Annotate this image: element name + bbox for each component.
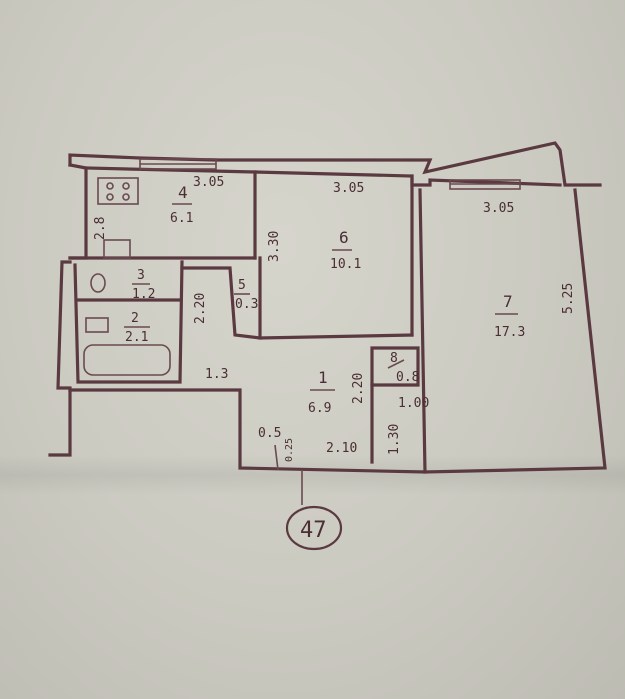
dim-hall-width: 2.10 [326, 441, 357, 456]
dim-corridor-width: 1.3 [205, 367, 228, 382]
dim-side-depth: 1.30 [387, 424, 402, 455]
dim-door-offset: 1.00 [398, 396, 429, 411]
room-area-hall: 6.9 [308, 401, 331, 416]
dim-kitchen-width: 3.05 [193, 175, 224, 190]
dim-bedroom-depth: 3.30 [267, 231, 282, 262]
room-area-closet5: 0.3 [235, 297, 258, 312]
bathtub-icon [83, 344, 171, 376]
room-labels: 4 6.1 6 10.1 7 17.3 3 1.2 2 2.1 1 6.9 5 … [124, 183, 525, 416]
dim-bedroom-width: 3.05 [333, 181, 364, 196]
stove-icon [97, 177, 139, 205]
room-area-toilet: 1.2 [132, 287, 155, 302]
plan-number-badge: 47 [285, 505, 343, 551]
dim-step: 0.5 [258, 426, 281, 441]
room-number-closet5: 5 [238, 278, 246, 293]
room-number-kitchen: 4 [178, 183, 188, 202]
toilet-icon [90, 273, 106, 293]
plan-number: 47 [300, 518, 327, 543]
windows [139, 158, 521, 190]
room-area-kitchen: 6.1 [170, 211, 193, 226]
dim-bath-block-depth: 2.20 [193, 293, 208, 324]
dim-hall-depth: 2.20 [351, 373, 366, 404]
paper-fold [0, 455, 625, 495]
room-number-closet8: 8 [390, 351, 398, 366]
dim-kitchen-depth: 2.8 [93, 217, 108, 240]
room-area-bedroom: 10.1 [330, 257, 361, 272]
sink-icon [103, 239, 131, 259]
dimension-labels: 3.05 3.05 3.05 2.8 3.30 5.25 2.20 1.3 2.… [93, 175, 576, 462]
dim-living-width: 3.05 [483, 201, 514, 216]
room-area-closet8: 0.8 [396, 370, 419, 385]
room-number-bedroom: 6 [339, 228, 349, 247]
room-number-bath: 2 [131, 311, 139, 326]
room-area-bath: 2.1 [125, 330, 148, 345]
dim-niche: 0.25 [284, 438, 295, 462]
room-number-living: 7 [503, 292, 513, 311]
dim-living-depth: 5.25 [561, 283, 576, 314]
room-number-toilet: 3 [137, 268, 145, 283]
room-area-living: 17.3 [494, 325, 525, 340]
washbasin-icon [85, 317, 109, 333]
room-number-hall: 1 [318, 368, 328, 387]
fixtures [83, 177, 171, 376]
